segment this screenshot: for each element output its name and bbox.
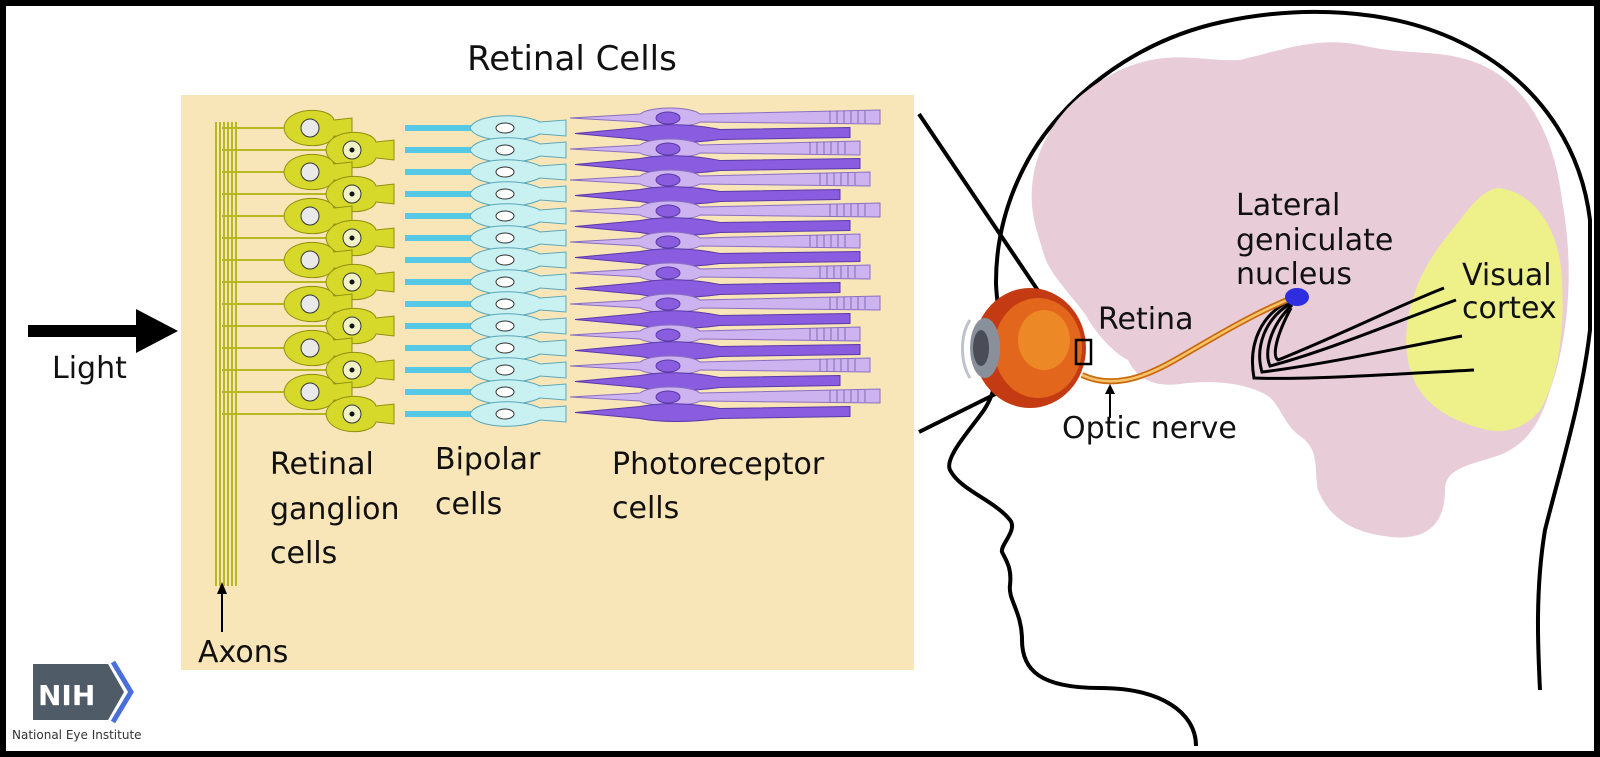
page-title: Retinal Cells xyxy=(467,39,677,79)
rod-nucleus xyxy=(655,359,681,373)
cone-cell xyxy=(574,403,851,422)
ganglion-nucleus xyxy=(300,382,320,402)
retina-zoom-box xyxy=(1074,338,1093,366)
axons-pointer-icon xyxy=(217,582,227,632)
bipolar-nucleus xyxy=(495,188,515,200)
light-label: Light xyxy=(52,351,127,386)
bipolar-axon xyxy=(405,301,475,307)
photoreceptor-layer xyxy=(569,107,881,422)
ganglion-nucleolus xyxy=(349,235,355,241)
bipolar-nucleus xyxy=(495,254,515,266)
ganglion-nucleolus xyxy=(349,323,355,329)
ganglion-nucleolus xyxy=(349,367,355,373)
bipolar-nucleus xyxy=(495,408,515,420)
optic-nerve-label: Optic nerve xyxy=(1062,411,1237,446)
bipolar-axon xyxy=(405,235,475,241)
bipolar-cell xyxy=(469,115,567,141)
ganglion-label-line1: Retinal xyxy=(270,447,374,482)
photoreceptor-label-line2: cells xyxy=(612,491,679,526)
head-outline xyxy=(947,9,1592,747)
bipolar-axon xyxy=(405,169,475,175)
nih-logo-caption: National Eye Institute xyxy=(12,728,142,742)
ganglion-nucleolus xyxy=(349,191,355,197)
bipolar-axon xyxy=(405,191,475,197)
bipolar-axon xyxy=(405,411,475,417)
bipolar-cell xyxy=(469,247,567,273)
optic-radiation-fibers xyxy=(1251,286,1475,380)
bipolar-nucleus xyxy=(495,232,515,244)
bipolar-cell xyxy=(469,313,567,339)
light-arrow-icon xyxy=(28,309,178,353)
nih-logo: NIH National Eye Institute xyxy=(12,660,142,742)
bipolar-nucleus xyxy=(495,342,515,354)
rod-nucleus xyxy=(655,173,681,187)
axons-label: Axons xyxy=(198,635,288,670)
visual-cortex-label-line1: Visual xyxy=(1462,258,1552,293)
ganglion-nucleus xyxy=(300,206,320,226)
rod-nucleus xyxy=(655,142,681,156)
bipolar-axon xyxy=(405,323,475,329)
bipolar-layer xyxy=(405,115,567,427)
rod-nucleus xyxy=(655,111,681,125)
bipolar-nucleus xyxy=(495,364,515,376)
bipolar-axon xyxy=(405,279,475,285)
eye-icon xyxy=(961,288,1086,408)
bipolar-cell xyxy=(469,225,567,251)
bipolar-cell xyxy=(469,137,567,163)
bipolar-nucleus xyxy=(495,276,515,288)
bipolar-axon xyxy=(405,389,475,395)
bipolar-label-line2: cells xyxy=(435,487,502,522)
bipolar-nucleus xyxy=(495,144,515,156)
photoreceptor-label-line1: Photoreceptor xyxy=(612,447,825,482)
bipolar-cell xyxy=(469,357,567,383)
bipolar-label-line1: Bipolar xyxy=(435,442,541,477)
bipolar-axon xyxy=(405,213,475,219)
bipolar-nucleus xyxy=(495,298,515,310)
ganglion-label-line2: ganglion xyxy=(270,492,400,527)
ganglion-label-line3: cells xyxy=(270,536,337,571)
lgn-label-line2: geniculate xyxy=(1236,223,1393,258)
retina-label: Retina xyxy=(1098,302,1193,337)
bipolar-nucleus xyxy=(495,122,515,134)
ganglion-nucleus xyxy=(300,250,320,270)
bipolar-cell xyxy=(469,335,567,361)
ganglion-nucleus xyxy=(300,338,320,358)
bipolar-axon xyxy=(405,257,475,263)
ganglion-nucleolus xyxy=(349,147,355,153)
bipolar-nucleus xyxy=(495,166,515,178)
bipolar-axon xyxy=(405,125,475,131)
ganglion-nucleus xyxy=(300,162,320,182)
bipolar-cell xyxy=(469,159,567,185)
ganglion-layer xyxy=(215,109,395,586)
bipolar-cell xyxy=(469,401,567,427)
ganglion-nucleolus xyxy=(349,411,355,417)
rod-nucleus xyxy=(655,266,681,280)
lateral-geniculate-nucleus xyxy=(1285,288,1309,306)
rod-nucleus xyxy=(655,235,681,249)
bipolar-cell xyxy=(469,269,567,295)
visual-cortex-label-line2: cortex xyxy=(1462,291,1557,326)
bipolar-nucleus xyxy=(495,210,515,222)
rod-nucleus xyxy=(655,390,681,404)
bipolar-nucleus xyxy=(495,386,515,398)
bipolar-nucleus xyxy=(495,320,515,332)
bipolar-cell xyxy=(469,379,567,405)
ganglion-nucleus xyxy=(300,294,320,314)
ganglion-nucleolus xyxy=(349,279,355,285)
ganglion-nucleus xyxy=(300,118,320,138)
optic-nerve-pointer-icon xyxy=(1105,384,1115,418)
bipolar-axon xyxy=(405,367,475,373)
lgn-label-line3: nucleus xyxy=(1236,257,1352,292)
nih-logo-text: NIH xyxy=(38,679,95,712)
rod-nucleus xyxy=(655,204,681,218)
bipolar-axon xyxy=(405,147,475,153)
bipolar-cell xyxy=(469,291,567,317)
bipolar-axon xyxy=(405,345,475,351)
lgn-label-line1: Lateral xyxy=(1236,188,1340,223)
rod-nucleus xyxy=(655,328,681,342)
rod-nucleus xyxy=(655,297,681,311)
bipolar-cell xyxy=(469,181,567,207)
bipolar-cell xyxy=(469,203,567,229)
